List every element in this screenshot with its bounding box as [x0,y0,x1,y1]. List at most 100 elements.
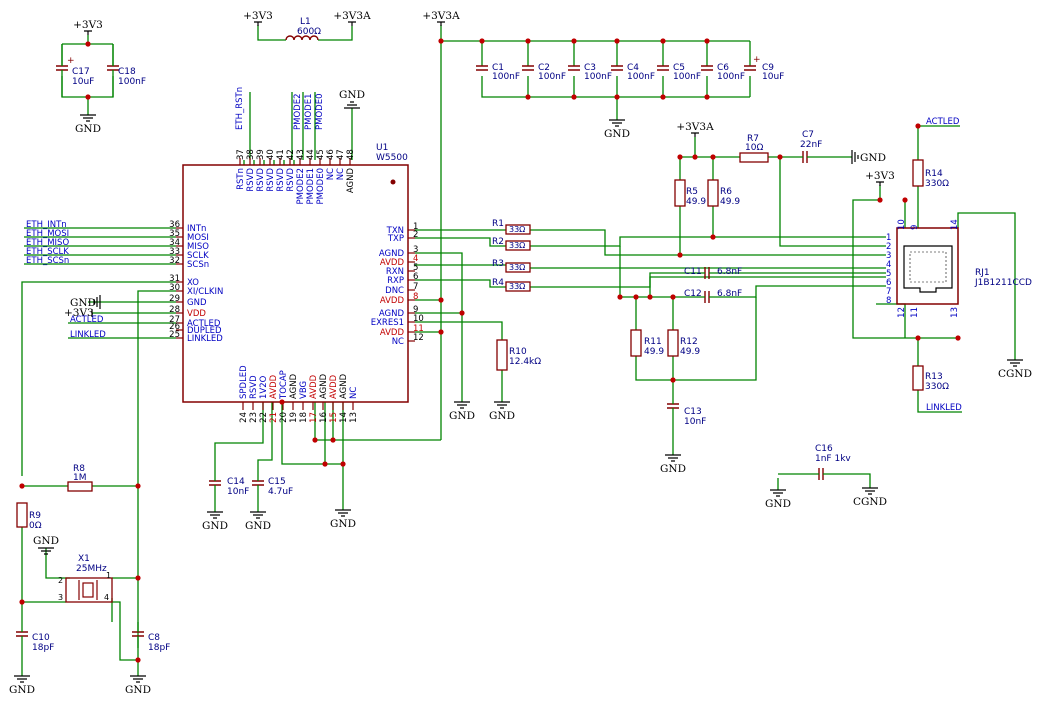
wire-junction [915,123,921,129]
ground-label: GND [860,152,886,164]
net-eth-sclk: ETH_SCLK [26,247,69,257]
wire-junction [670,377,676,383]
u1-pin-num: 10 [413,314,424,324]
c3-value: 100nF [584,72,612,82]
inductor-l1 [285,35,319,41]
ground-icon [770,489,786,497]
rj1-pin-num: 10 [897,219,907,230]
ground-label: CGND [853,496,887,508]
u1-pin-num: 37 [236,149,246,160]
u1-pin-num: 26 [169,322,180,332]
u1-pin-name: TOCAP [279,370,289,400]
u1-pin-name: NC [392,337,404,347]
u1-pin-num: 25 [169,330,180,340]
u1-pin-num: 39 [256,149,266,160]
u1-pin-name: PMODE1 [306,168,316,204]
u1-pin-name: MOSI [187,233,209,243]
u1-pin-num: 31 [169,274,180,284]
ground-icon [14,675,30,683]
net-pmode1: PMODE1 [304,94,314,130]
u1-pin-name: DNC [385,286,404,296]
r11-ref: R11 [644,337,662,347]
u1-pin-num: 45 [316,149,326,160]
power-rail-icon [691,132,699,137]
u1-pin-num: 5 [413,263,418,273]
u1-pin-num: 29 [169,294,180,304]
c9-value: 10uF [762,72,784,82]
wire-junction [571,38,577,44]
wire-junction [135,575,141,581]
wire-junction [617,294,623,300]
rj1-pin-num: 14 [950,219,960,230]
r3-value: 33Ω [509,263,525,272]
u1-pin-num: 44 [306,149,316,160]
net-pmode2: PMODE2 [293,94,303,130]
u1-pin-num: 35 [169,229,180,239]
c2-ref: C2 [538,63,550,73]
u1-pin-name: RSVD [276,168,286,192]
c8-ref: C8 [148,633,160,643]
u1-pin-name: PMODE0 [316,168,326,204]
power-rail-icon [254,21,262,26]
r10-ref: R10 [509,347,527,357]
wire-junction [438,38,444,44]
u1-pin-num: 48 [346,149,356,160]
u1-pin-name: ACTLED [187,319,221,329]
net-pmode0: PMODE0 [315,94,325,130]
ground-icon [93,295,101,309]
ground-icon [335,509,351,517]
u1-pin-num: 17 [309,412,319,423]
u1-pin-name: DUPLED [187,326,222,336]
x1-pin-2: 2 [58,576,63,585]
u1-pin-num: 16 [319,412,329,423]
wire-junction [459,310,465,316]
u1-pin-name: XI/CLKIN [187,287,223,297]
u1-pin-name: RSTn [236,168,246,190]
net-linkled-right: LINKLED [926,403,962,413]
u1-pin-num: 41 [276,149,286,160]
ground-icon [80,114,96,122]
u1-pin-name: AVDD [380,258,405,268]
u1-pin-num: 9 [413,305,418,315]
rj1-pin-num: 2 [886,242,891,252]
rj1-pin-num: 7 [886,287,891,297]
x1-pin-1: 1 [106,571,111,580]
u1-pin-name: AGND [379,249,405,259]
rj1-pin-num: 9 [910,225,920,230]
u1-pin-num: 40 [266,149,276,160]
u1-pin-num: 4 [413,254,418,264]
wire-junction [19,599,25,605]
ground-icon [851,150,859,164]
ground-label: GND [125,684,151,696]
u1-pin-name: RSVD [286,168,296,192]
wires [21,25,1016,676]
wire-junction [633,294,639,300]
u1-pin-name: AGND [289,373,299,399]
u1-pin-num: 7 [413,282,418,292]
wire-junction [877,197,883,203]
r5-value: 49.9 [686,197,706,207]
wire-junction [710,154,716,160]
x1-pin-3: 3 [58,593,63,602]
wire-junction [330,437,336,443]
net-eth-rstn: ETH_RSTn [235,87,245,130]
c18-value: 100nF [118,77,146,87]
r1-ref: R1 [492,219,504,229]
ground-label: GND [75,123,101,135]
c14-value: 10nF [227,487,249,497]
c5-ref: C5 [673,63,685,73]
c17-value: 10uF [72,77,94,87]
c12-value: 6.8nF [717,289,742,299]
wire-junction [312,437,318,443]
rj1-value: J1B1211CCD [974,278,1032,288]
u1-pin-name: RXN [386,267,404,277]
u1-body [182,164,409,403]
net-eth-scsn: ETH_SCSn [26,256,69,266]
u1-pin-num: 43 [296,149,306,160]
r10-value: 12.4kΩ [509,357,541,367]
wire-junction [902,197,908,203]
c4-value: 100nF [627,72,655,82]
r12-value: 49.9 [680,347,700,357]
crystal-x1 [65,577,113,603]
